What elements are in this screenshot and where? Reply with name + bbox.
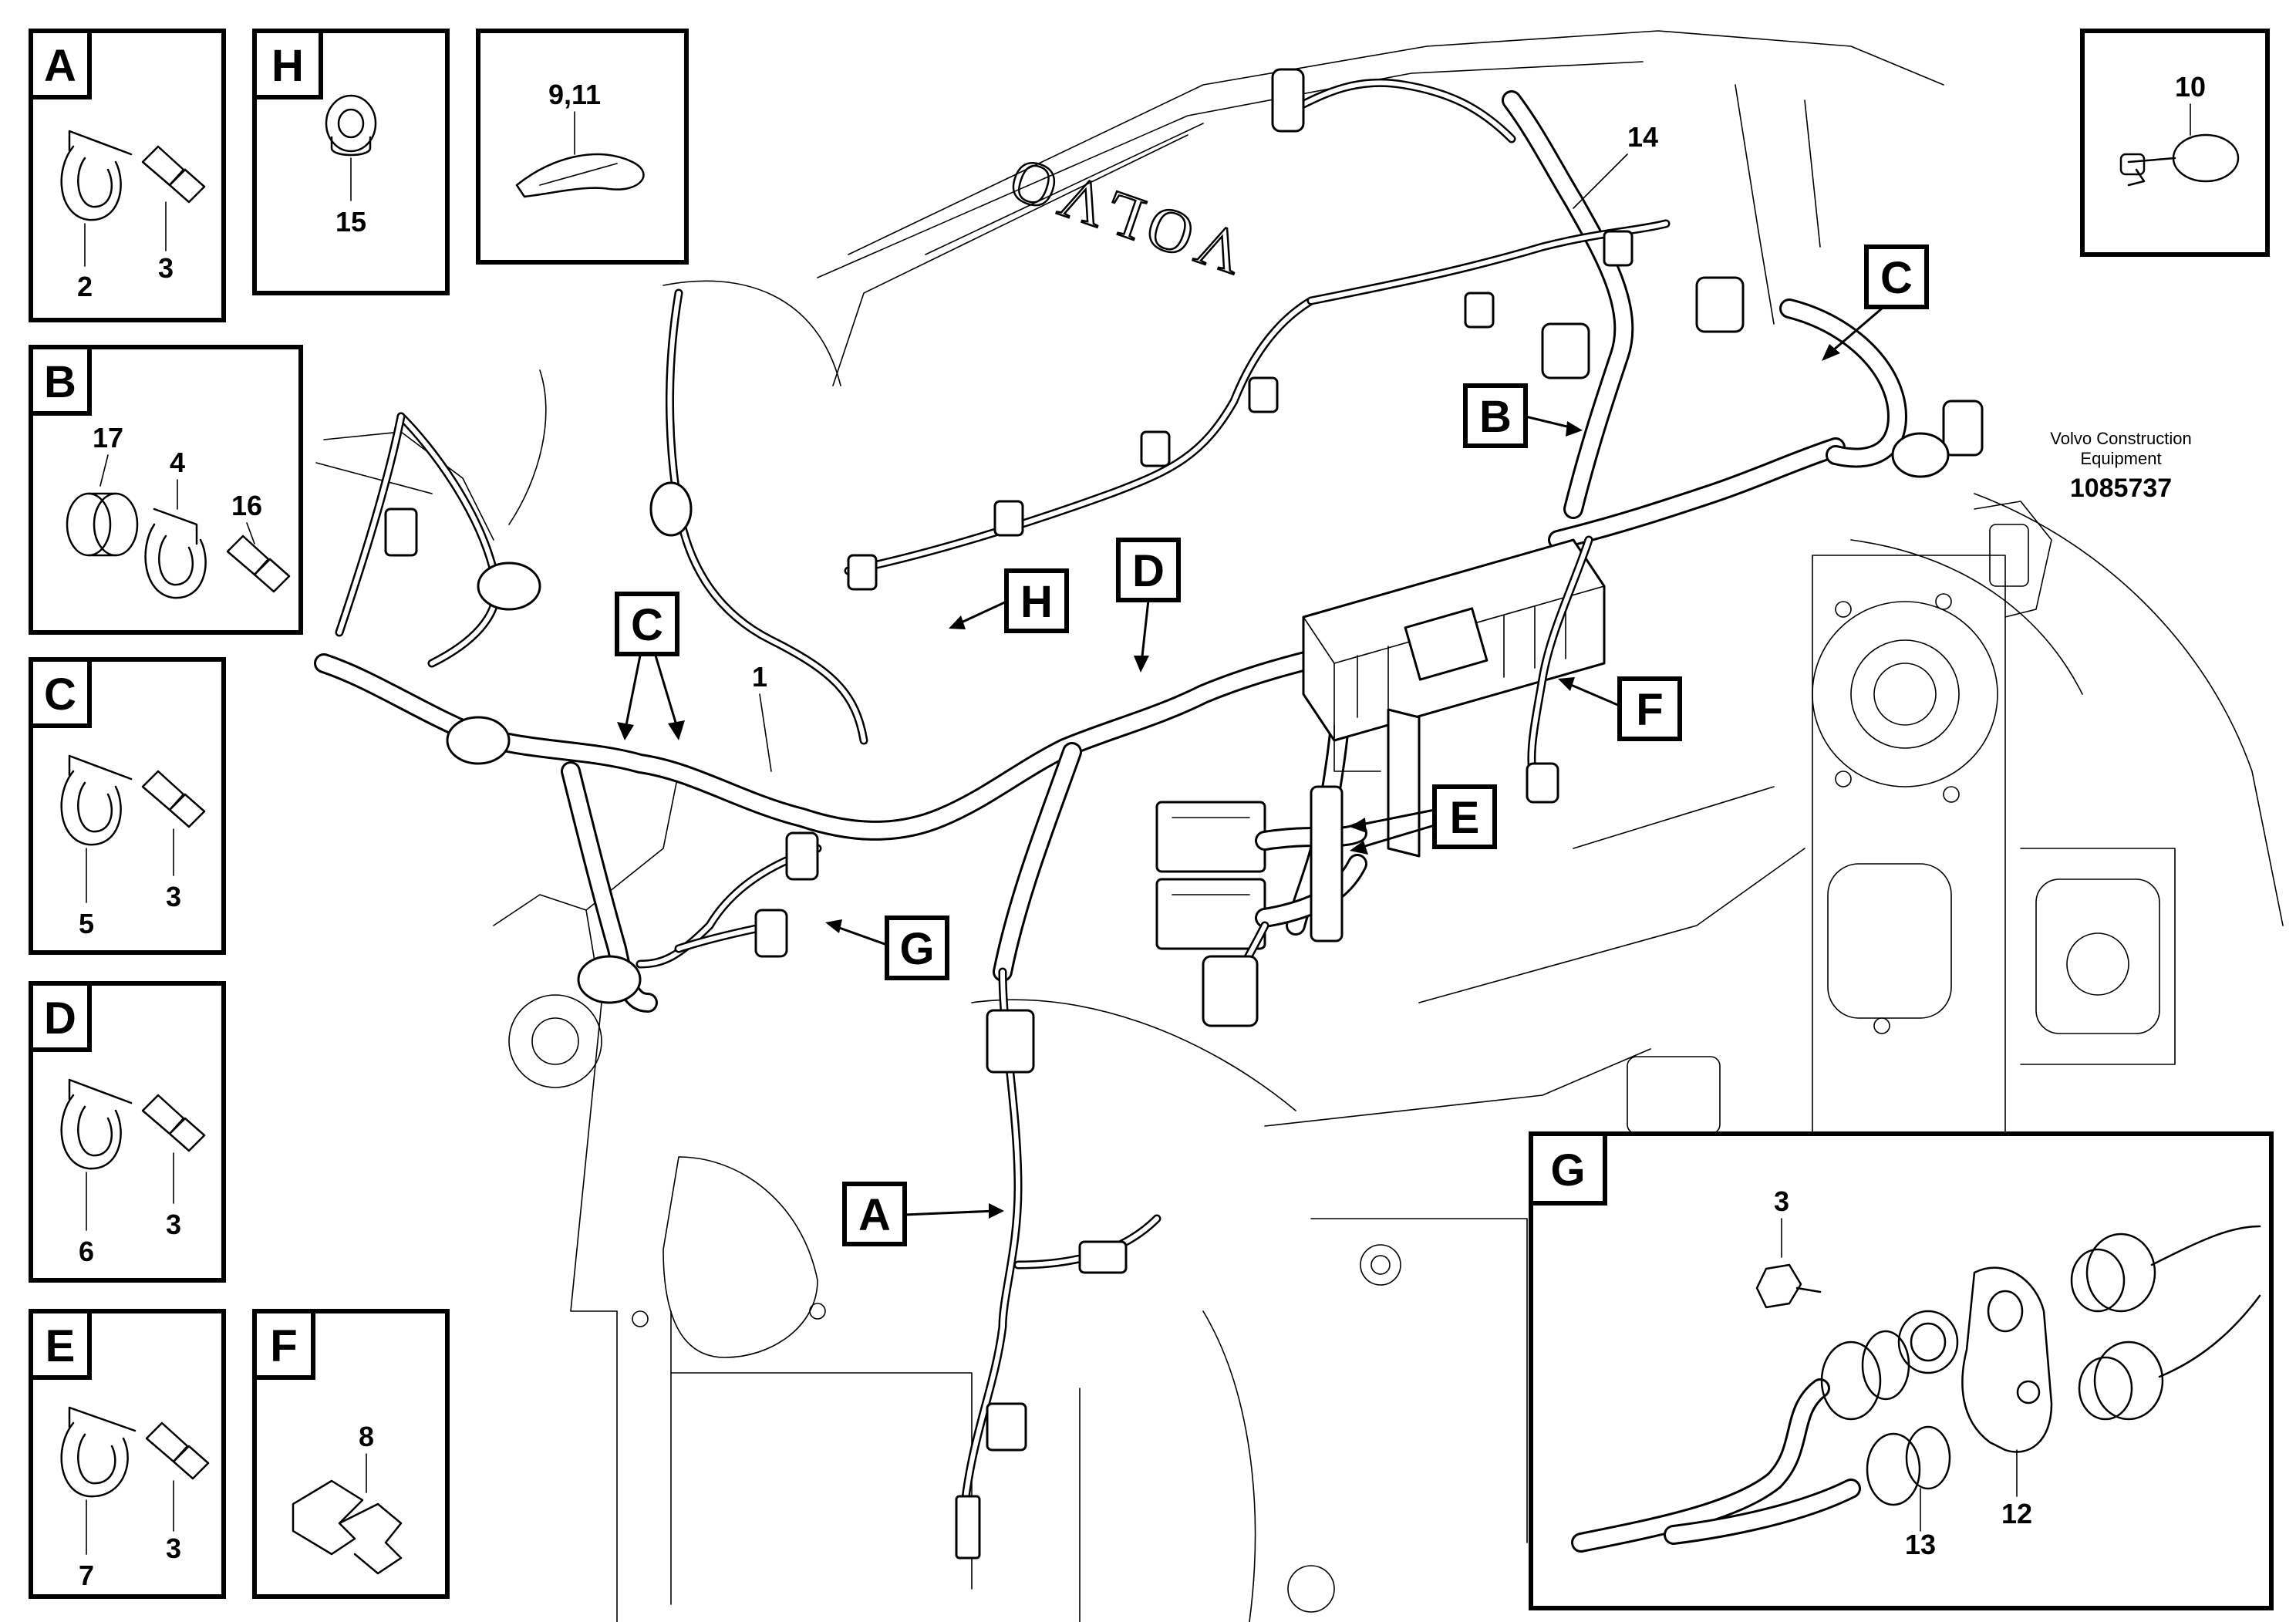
g-bolt-icon <box>1755 1263 1822 1309</box>
svg-text:15: 15 <box>335 206 366 238</box>
svg-text:10: 10 <box>2175 71 2206 103</box>
callout-G: G <box>825 916 949 980</box>
inset-G: G 3 12 13 <box>1529 1131 2274 1610</box>
callout-14: 14 <box>1573 121 1658 209</box>
inset-C: C 5 3 <box>29 657 226 955</box>
bolt-icon <box>141 145 206 204</box>
svg-text:D: D <box>44 993 76 1044</box>
svg-text:13: 13 <box>1905 1529 1936 1560</box>
svg-text:B: B <box>1479 392 1512 442</box>
ecu-module <box>1302 538 1606 858</box>
svg-text:9,11: 9,11 <box>548 79 601 110</box>
svg-text:C: C <box>631 600 663 650</box>
svg-text:12: 12 <box>2001 1498 2032 1529</box>
e-connectors <box>1155 785 1367 1027</box>
bolt-icon-b <box>226 534 291 593</box>
svg-text:E: E <box>46 1321 76 1371</box>
callout-B: B <box>1463 383 1583 448</box>
svg-text:E: E <box>1450 793 1480 843</box>
svg-text:C: C <box>1880 253 1913 303</box>
svg-text:F: F <box>1636 685 1663 735</box>
document-id: 1085737 <box>2070 474 2172 503</box>
callout-H: H <box>949 568 1069 633</box>
svg-text:3: 3 <box>158 252 174 284</box>
inset-B: B 17 4 16 <box>29 345 303 635</box>
svg-text:B: B <box>44 357 76 407</box>
clip-icon <box>2119 133 2240 187</box>
g-flange-plate-icon <box>1961 1266 2053 1453</box>
svg-text:H: H <box>1020 577 1053 627</box>
svg-text:F: F <box>270 1321 297 1371</box>
g-connectors <box>1571 1225 2261 1553</box>
publisher-line1: Volvo Construction <box>2050 429 2191 448</box>
spacer-icon <box>66 492 139 557</box>
svg-text:G: G <box>1550 1145 1585 1195</box>
engine-brand-text: VOLVO <box>994 142 1252 287</box>
svg-text:6: 6 <box>79 1236 94 1267</box>
callout-E: E <box>1350 784 1497 855</box>
svg-text:14: 14 <box>1627 121 1658 153</box>
svg-text:17: 17 <box>93 422 123 454</box>
publisher-line2: Equipment <box>2080 449 2161 468</box>
inset-clip-10: 10 <box>2080 29 2270 257</box>
svg-text:7: 7 <box>79 1560 94 1591</box>
callout-A: A <box>842 1182 1004 1246</box>
inset-F: F 8 <box>252 1309 450 1599</box>
svg-text:2: 2 <box>77 271 93 302</box>
callout-1: 1 <box>752 661 772 772</box>
svg-text:5: 5 <box>79 908 94 939</box>
callout-C-left: C <box>615 592 685 740</box>
retainer-clip-icon <box>292 1479 403 1575</box>
cable-tie-icon <box>515 153 645 198</box>
svg-text:G: G <box>899 924 934 974</box>
inset-H: H 15 <box>252 29 450 295</box>
publisher-block: Volvo Construction Equipment 1085737 <box>2050 429 2191 503</box>
callout-C-right: C <box>1822 244 1929 361</box>
svg-text:3: 3 <box>166 1209 181 1240</box>
clamps-and-connectors <box>384 68 1984 1560</box>
svg-text:1: 1 <box>752 661 767 693</box>
svg-text:3: 3 <box>1774 1185 1789 1217</box>
inset-cable-tie: 9,11 <box>476 29 689 265</box>
svg-text:4: 4 <box>170 447 185 478</box>
callout-F: F <box>1558 676 1682 741</box>
svg-text:3: 3 <box>166 1533 181 1564</box>
svg-text:16: 16 <box>231 490 262 521</box>
inset-A: A 2 3 <box>29 29 226 322</box>
inset-E: E 7 3 <box>29 1309 226 1599</box>
nut-icon <box>325 94 377 157</box>
svg-text:A: A <box>44 41 76 91</box>
svg-text:D: D <box>1132 546 1165 596</box>
svg-text:3: 3 <box>166 881 181 912</box>
svg-text:A: A <box>858 1190 891 1240</box>
main-harness <box>314 90 1846 1013</box>
p-clamp-icon-b <box>144 508 207 599</box>
svg-text:C: C <box>44 669 76 720</box>
inset-D: D 6 3 <box>29 981 226 1283</box>
svg-text:H: H <box>271 41 304 91</box>
callout-D: D <box>1116 538 1181 673</box>
svg-text:8: 8 <box>359 1421 374 1452</box>
p-clamp-icon <box>60 130 133 221</box>
